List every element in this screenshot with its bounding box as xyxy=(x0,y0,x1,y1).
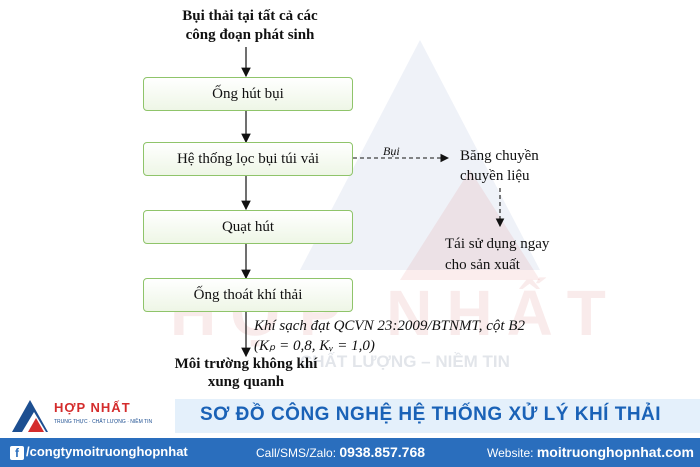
clean-air-note: Khí sạch đạt QCVN 23:2009/BTNMT, cột B2 … xyxy=(254,316,525,356)
note-line-1: Khí sạch đạt QCVN 23:2009/BTNMT, cột B2 xyxy=(254,318,525,334)
conveyor-line-2: chuyền liệu xyxy=(460,168,530,184)
facebook-icon: f xyxy=(10,445,24,460)
source-line-1: Bụi thải tại tất cả các xyxy=(182,8,318,24)
flow-connectors xyxy=(241,47,505,358)
title-bar xyxy=(175,399,700,433)
box-exhaust-pipe: Ống thoát khí thải xyxy=(143,278,353,312)
reuse-line-2: cho sản xuất xyxy=(445,257,520,273)
conveyor-label: Băng chuyền chuyền liệu xyxy=(460,146,539,186)
output-line-1: Môi trường không khí xyxy=(174,356,318,372)
output-label: Môi trường không khí xung quanh xyxy=(160,355,332,391)
phone-number: 0938.857.768 xyxy=(339,444,426,460)
company-logo-icon xyxy=(12,399,152,432)
reuse-line-1: Tái sử dụng ngay xyxy=(445,236,550,252)
phone-contact[interactable]: Call/SMS/Zalo: 0938.857.768 xyxy=(256,444,425,460)
logo-tagline: TRUNG THỰC · CHẤT LƯỢNG · NIỀM TIN xyxy=(54,419,153,425)
phone-label: Call/SMS/Zalo: xyxy=(256,446,337,460)
website-link[interactable]: Website: moitruonghopnhat.com xyxy=(487,444,694,460)
dust-branch-label: Bụi xyxy=(383,144,400,158)
reuse-label: Tái sử dụng ngay cho sản xuất xyxy=(445,234,549,276)
diagram-canvas: HỢP NHẤT CHẤT LƯỢNG – NIỀM TIN Bụi thải … xyxy=(143,7,606,391)
box-bag-filter-system: Hệ thống lọc bụi túi vải xyxy=(143,142,353,176)
source-label: Bụi thải tại tất cả các công đoạn phát s… xyxy=(150,7,350,45)
facebook-text: /congtymoitruonghopnhat xyxy=(26,444,188,459)
watermark-triangle-red xyxy=(400,170,540,280)
box-suction-fan: Quạt hút xyxy=(143,210,353,244)
website-url: moitruonghopnhat.com xyxy=(536,444,694,460)
logo-name: HỢP NHẤT xyxy=(54,400,131,415)
website-label: Website: xyxy=(487,446,534,460)
facebook-link[interactable]: f/congtymoitruonghopnhat xyxy=(10,444,188,460)
note-line-2: (Kₚ = 0,8, Kᵥ = 1,0) xyxy=(254,338,375,354)
footer-bar xyxy=(0,438,700,467)
conveyor-line-1: Băng chuyền xyxy=(460,148,539,164)
output-line-2: xung quanh xyxy=(207,374,285,390)
source-line-2: công đoạn phát sinh xyxy=(185,27,315,43)
box-dust-suction-pipe: Ống hút bụi xyxy=(143,77,353,111)
watermark-slogan: CHẤT LƯỢNG – NIỀM TIN xyxy=(300,352,510,371)
banner-title: SƠ ĐỒ CÔNG NGHỆ HỆ THỐNG XỬ LÝ KHÍ THẢI xyxy=(200,404,662,425)
